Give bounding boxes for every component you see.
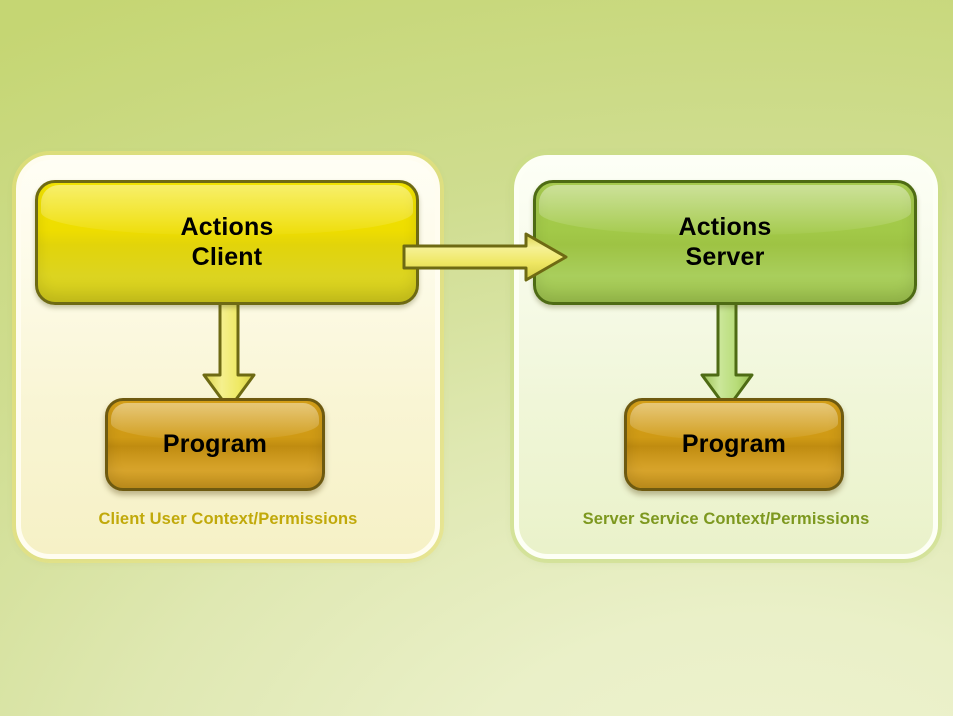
client-program-label: Program (162, 429, 268, 458)
client-context-label-text: Client User Context/Permissions (98, 510, 358, 528)
client-context-label: Client User Context/Permissions (16, 510, 440, 529)
server-down-arrow (697, 301, 757, 413)
server-context-label: Server Service Context/Permissions (514, 510, 938, 529)
client-program-box[interactable]: Program (105, 398, 325, 491)
actions-client-line1: Actions (180, 213, 274, 241)
server-program-box[interactable]: Program (624, 398, 844, 491)
actions-server-line2: Server (685, 242, 765, 271)
actions-client-line2: Client (191, 242, 263, 271)
server-program-label: Program (681, 429, 787, 458)
actions-client-label: Actions Client (180, 213, 273, 272)
client-down-arrow (199, 301, 259, 413)
client-context-panel: Actions Client Program Client User Conte… (16, 155, 440, 559)
client-to-server-arrow (402, 232, 570, 282)
actions-server-label: Actions Server (678, 213, 771, 272)
server-context-label-text: Server Service Context/Permissions (582, 510, 870, 528)
actions-client-box[interactable]: Actions Client (35, 180, 419, 305)
server-context-panel: Actions Server Program Server Service Co… (514, 155, 938, 559)
actions-server-box[interactable]: Actions Server (533, 180, 917, 305)
actions-server-line1: Actions (678, 213, 772, 241)
